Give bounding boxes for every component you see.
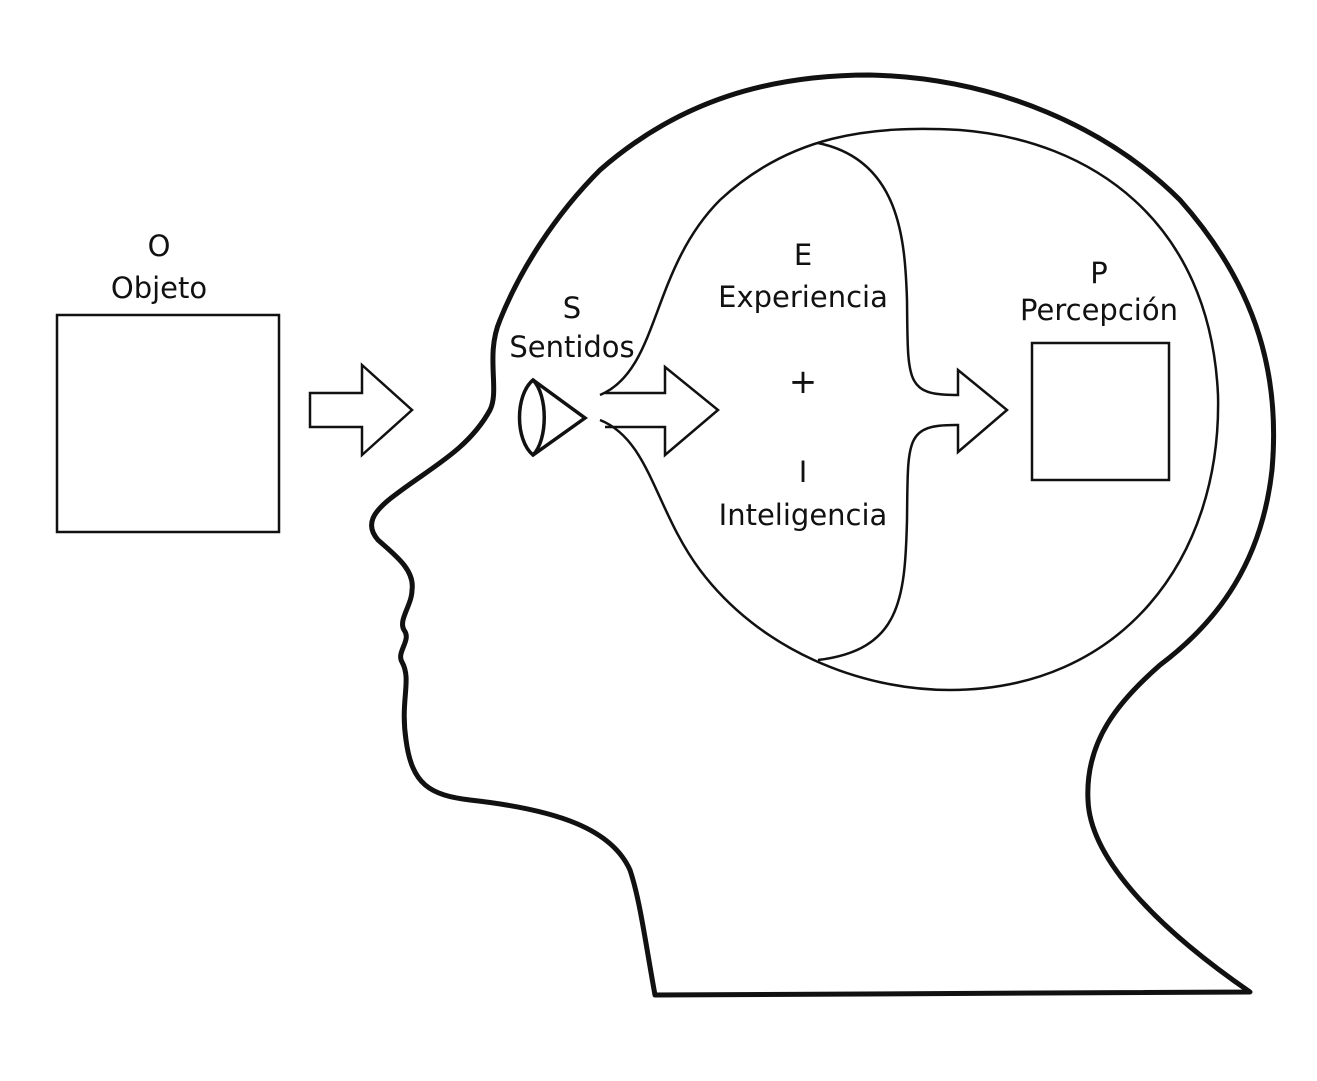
head-outline [369,72,1277,998]
experience-letter: E [794,238,812,272]
senses-label: Sentidos [509,330,634,364]
object-letter: O [148,229,171,263]
brain-outline [599,127,1220,692]
perception-box [1030,341,1171,482]
brain-inner-curve [817,141,956,662]
perception-label: Percepción [1020,293,1178,327]
intelligence-label: Inteligencia [719,498,888,532]
perception-letter: P [1090,256,1108,290]
arrow-senses-to-brain [605,364,720,458]
arrow-brain-to-perception [955,367,1009,455]
intelligence-letter: I [799,455,808,489]
experience-label: Experiencia [718,280,888,314]
plus-sign: + [789,362,818,402]
arrow-object-to-senses [308,362,414,458]
eye-icon [517,377,588,458]
object-box [55,313,281,534]
object-label: Objeto [111,271,207,305]
senses-letter: S [563,291,581,325]
